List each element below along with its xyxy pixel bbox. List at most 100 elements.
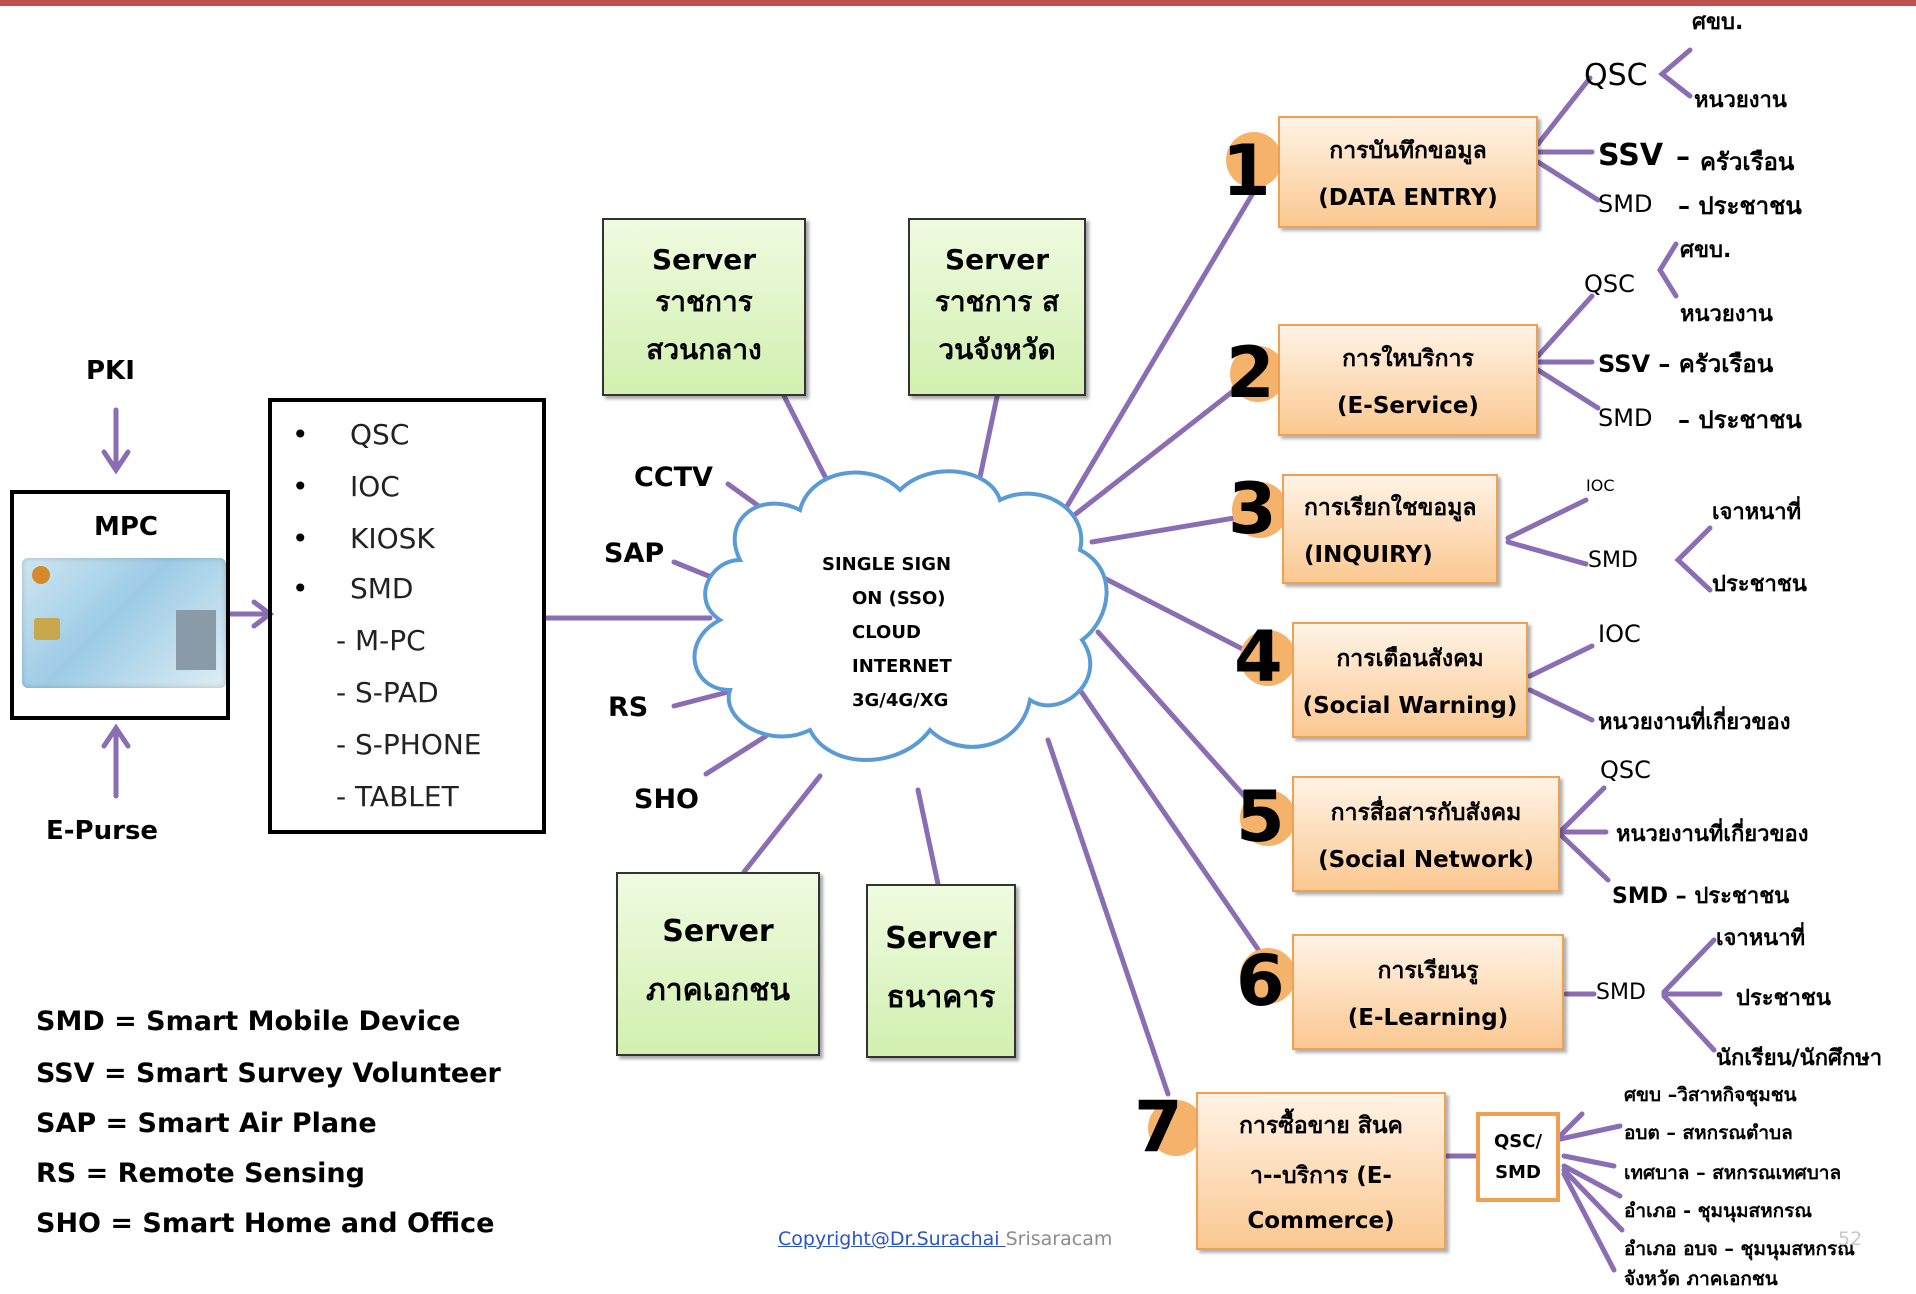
server-central: Server ราชการ สวนกลาง [602, 218, 806, 396]
s2-qsc-label: QSC [1584, 270, 1635, 298]
service-2-box: การใหบริการ (E-Service) [1278, 324, 1538, 436]
cloud-text-2: ON (SSO) [852, 588, 946, 609]
service-7-box: การซื้อขาย สินค า--บริการ (E- Commerce) [1196, 1092, 1446, 1250]
service-7-marker [1148, 1100, 1204, 1156]
service-6-box: การเรียนรู (E-Learning) [1292, 934, 1564, 1050]
list-item: • [292, 522, 309, 555]
service-5-subtitle: (Social Network) [1318, 847, 1534, 873]
s1-top-label: ศขบ. [1692, 10, 1744, 35]
service-4-number: 4 [1234, 616, 1283, 698]
s3-ioc-label: IOC [1586, 476, 1615, 495]
cloud-text-3: CLOUD [852, 622, 921, 643]
s2-ssv-label: SSV – ครัวเรือน [1598, 350, 1774, 378]
service-1-marker [1226, 132, 1282, 188]
server-private-line: ภาคเอกชน [646, 973, 790, 1008]
service-4-marker [1240, 630, 1296, 686]
cctv-label: CCTV [634, 462, 713, 493]
s1-smd-label: SMD [1598, 190, 1653, 218]
service-2-subtitle: (E-Service) [1337, 393, 1479, 419]
list-sub-item: - TABLET [336, 780, 459, 813]
service-3-marker [1232, 482, 1288, 538]
server-province-line: ราชการ ส [934, 284, 1060, 318]
service-6-subtitle: (E-Learning) [1347, 1005, 1509, 1031]
list-item: • [292, 470, 309, 503]
service-2-number: 2 [1226, 332, 1275, 414]
server-bank-line: Server [885, 921, 997, 956]
server-province-line: วนจังหวัด [938, 332, 1056, 366]
server-central-line: สวนกลาง [646, 332, 762, 366]
rs-line [671, 689, 731, 709]
service-5-marker [1240, 790, 1296, 846]
service-line-5 [1095, 629, 1267, 821]
rs-label: RS [608, 692, 649, 723]
s6-smd-label: SMD [1596, 980, 1646, 1005]
legend-item: SHO = Smart Home and Office [36, 1208, 495, 1239]
s1-qsc-unit-label: หนวยงาน [1694, 88, 1787, 113]
copyright-footer: Copyright@Dr.Surachai Srisaracam [778, 1228, 1112, 1250]
list-sub-item: - S-PAD [336, 676, 439, 709]
s7-item: จังหวัด ภาคเอกชน [1624, 1268, 1778, 1290]
server-central-line: ราชการ [655, 284, 753, 318]
copyright-name: Srisaracam [1005, 1228, 1113, 1250]
service-1-title: การบันทึกขอมูล [1329, 138, 1487, 164]
sho-label: SHO [634, 784, 699, 815]
service-line-4 [1101, 575, 1267, 663]
s6-officer-label: เจาหนาที่ [1716, 926, 1806, 951]
s6-student-label: นักเรียน/นักศึกษา [1716, 1046, 1883, 1071]
legend-item: SAP = Smart Air Plane [36, 1108, 377, 1139]
s2-qsc-unit-label: หนวยงาน [1680, 302, 1773, 327]
s1-ssv-household-label: ครัวเรือน [1700, 148, 1795, 176]
legend-item: SMD = Smart Mobile Device [36, 1006, 461, 1037]
s7-item: ศขบ –วิสาหกิจชุมชน [1624, 1084, 1797, 1106]
s5-agency-label: หนวยงานที่เกี่ยวของ [1616, 822, 1809, 847]
s4-ioc-label: IOC [1598, 620, 1641, 648]
service-6-number: 6 [1236, 940, 1285, 1022]
s7-item: อําเภอ - ชุมนุมสหกรณ [1624, 1200, 1813, 1222]
s3-people-label: ประชาชน [1712, 572, 1807, 597]
service-6-title: การเรียนรู [1377, 958, 1479, 984]
s7-item: อบต – สหกรณตําบล [1624, 1122, 1793, 1144]
s2-smd-label: SMD [1598, 404, 1653, 432]
sap-label: SAP [604, 538, 665, 569]
s5-qsc-label: QSC [1600, 756, 1651, 784]
service-7-line-3: Commerce) [1247, 1208, 1395, 1234]
top-bar [0, 0, 1916, 6]
device-list-box: • QSC • IOC • KIOSK • SMD - M-PC - S-PAD… [268, 398, 546, 834]
mpc-label: MPC [94, 512, 159, 542]
server-bank: Server ธนาคาร [866, 884, 1016, 1058]
card-photo [176, 610, 216, 670]
qsc-smd-line: QSC/ [1493, 1131, 1543, 1152]
service-line-6 [1077, 687, 1267, 961]
server-bank-line: ธนาคาร [886, 980, 996, 1015]
list-item-label: KIOSK [350, 522, 435, 555]
s5-smd-label: SMD – ประชาชน [1612, 884, 1790, 909]
s1-ssv-label: SSV [1598, 138, 1664, 173]
service-1-box: การบันทึกขอมูล (DATA ENTRY) [1278, 116, 1538, 228]
s3-officer-label: เจาหนาที่ [1712, 500, 1802, 525]
s4-agency-label: หนวยงานที่เกี่ยวของ [1598, 710, 1791, 735]
service-4-title: การเตือนสังคม [1336, 646, 1484, 672]
list-item: • [292, 572, 309, 605]
s7-item: เทศบาล – สหกรณเทศบาล [1624, 1162, 1842, 1184]
service-7-line-2: า--บริการ (E- [1250, 1163, 1392, 1189]
list-sub-item: - M-PC [336, 624, 426, 657]
server-private-line: Server [662, 914, 774, 949]
list-item-label: IOC [350, 470, 400, 503]
service-7-number: 7 [1134, 1086, 1183, 1168]
service-3-subtitle: (INQUIRY) [1304, 542, 1433, 568]
bank-server-line [915, 787, 941, 887]
service-5-number: 5 [1236, 776, 1285, 858]
server-central-line: Server [651, 242, 756, 276]
card-emblem [32, 566, 50, 584]
list-sub-item: - S-PHONE [336, 728, 482, 761]
s7-item: อําเภอ อบจ – ชุมนุมสหกรณ [1624, 1238, 1855, 1260]
pki-label: PKI [86, 356, 135, 386]
private-server-line [741, 773, 823, 875]
copyright-link[interactable]: Copyright@Dr.Surachai [778, 1228, 1006, 1250]
service-2-marker [1230, 346, 1286, 402]
sho-line [703, 733, 769, 777]
cloud-shape [692, 469, 1109, 762]
s1-qsc-label: QSC [1584, 58, 1648, 93]
cloud-text-4: INTERNET [852, 656, 952, 677]
service-4-subtitle: (Social Warning) [1302, 693, 1518, 719]
